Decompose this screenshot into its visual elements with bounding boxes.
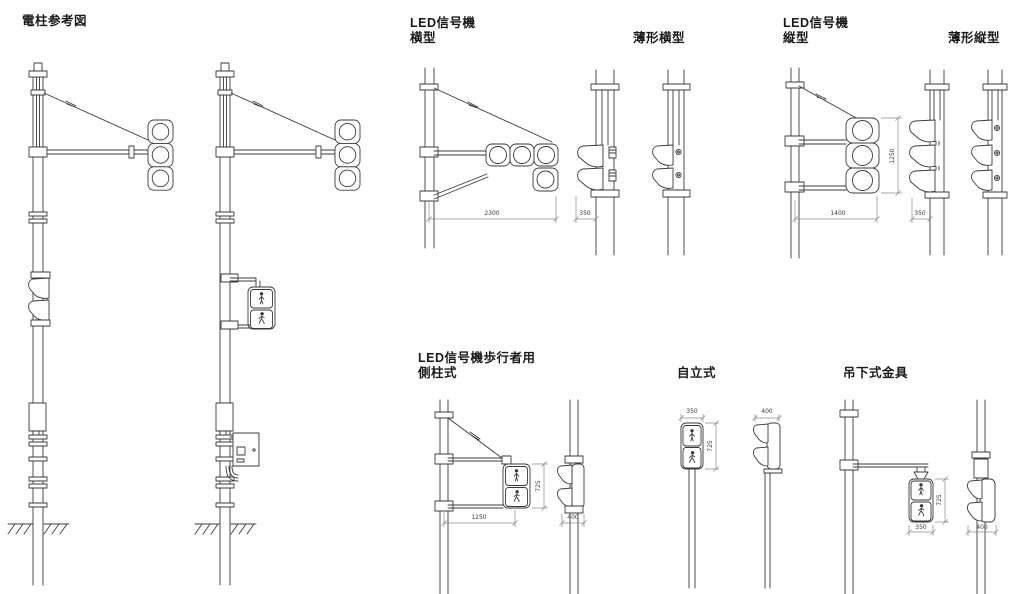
title-vertical-type: 縦型 <box>783 31 810 45</box>
dimension-label: 2300 <box>484 210 499 217</box>
led-horizontal-side-view: 350 <box>573 69 620 256</box>
title-horizontal-type: 横型 <box>410 31 437 45</box>
led-vertical-front-view: 1400 1250 <box>784 67 902 259</box>
utility-pole-2 <box>195 63 360 585</box>
title-pole-reference: 電柱参考図 <box>22 14 88 28</box>
pedestrian-hanging-view: 725 350 400 <box>839 399 999 594</box>
signal-visor <box>909 144 936 168</box>
signal-visor <box>967 479 983 500</box>
dimension-hanging-height: 725 <box>935 476 949 525</box>
standalone-side-profile: 400 <box>752 408 783 589</box>
title-thin-horizontal-type: 薄形横型 <box>633 31 686 45</box>
signal-visor <box>28 277 50 299</box>
signal-visor <box>753 423 769 444</box>
thin-vertical-side-view <box>971 69 1008 256</box>
pole-with-vertical-signal <box>195 63 360 585</box>
dimension-label: 725 <box>707 440 714 452</box>
dimension-label: 725 <box>936 494 943 506</box>
signal-visor <box>577 167 604 191</box>
title-pedestrian: LED信号機歩行者用 <box>418 351 536 365</box>
signal-visor <box>652 144 674 166</box>
signal-visor <box>753 446 769 467</box>
dimension-standalone-side-depth: 400 <box>752 408 782 422</box>
dimension-standalone-width: 350 <box>678 408 706 422</box>
signal-visor <box>971 119 993 141</box>
dimension-horizontal-side-depth: 350 <box>573 196 599 223</box>
dimension-label: 350 <box>914 210 926 217</box>
signal-visor <box>652 167 674 189</box>
dimension-vertical-height: 1250 <box>881 115 902 196</box>
pedestrian-standalone-view: 350 725 400 <box>678 408 783 589</box>
signal-visor <box>577 144 604 168</box>
signal-visor <box>28 299 50 321</box>
dimension-label: 350 <box>686 408 698 415</box>
dimension-label: 1400 <box>830 210 845 217</box>
dimension-horizontal-arm: 2300 <box>426 196 559 223</box>
dimension-hanging-width: 350 <box>906 524 936 536</box>
led-vertical-side-view: 350 <box>909 69 950 256</box>
dimension-hanging-side-depth: 400 <box>965 524 999 536</box>
dimension-ped-side-depth: 400 <box>559 514 587 527</box>
title-side-pole-type: 側柱式 <box>418 366 458 380</box>
dimension-label: 1250 <box>471 514 486 521</box>
title-thin-vertical-type: 薄形縦型 <box>948 31 1001 45</box>
dimension-ped-height: 725 <box>532 461 548 511</box>
thin-horizontal-side-view <box>652 69 691 256</box>
dimension-label: 1250 <box>889 148 896 163</box>
title-led-signal-horizontal: LED信号機 <box>410 16 476 30</box>
pedestrian-side-profile <box>557 399 585 594</box>
dimension-label: 400 <box>761 408 773 415</box>
signal-visor <box>909 119 936 143</box>
title-self-standing-type: 自立式 <box>677 366 717 380</box>
signal-visor <box>557 464 573 485</box>
hanging-side-profile: 400 <box>965 399 999 594</box>
dimension-ped-arm: 1250 <box>441 510 518 527</box>
pedestrian-signal-front <box>220 273 276 330</box>
title-hanging-bracket: 吊下式金具 <box>843 366 909 380</box>
title-led-signal-vertical: LED信号機 <box>783 16 849 30</box>
dimension-vertical-arm: 1400 <box>792 196 880 223</box>
signal-visor <box>967 501 983 522</box>
signal-visor <box>557 487 573 508</box>
pedestrian-signal-side-profile <box>28 271 51 327</box>
dimension-label: 350 <box>915 524 927 531</box>
signal-visor <box>971 144 993 166</box>
control-cabinet <box>225 432 260 482</box>
utility-pole-1 <box>8 63 173 585</box>
led-horizontal-front-view: 2300 <box>419 67 559 249</box>
signal-visor <box>909 169 936 193</box>
signal-visor <box>971 169 993 191</box>
dimension-label: 400 <box>567 514 579 521</box>
dimension-label: 725 <box>535 480 542 492</box>
dimension-standalone-height: 725 <box>705 420 719 472</box>
dimension-label: 400 <box>976 524 988 531</box>
dimension-vertical-side-depth: 350 <box>909 198 933 223</box>
dimension-label: 350 <box>579 210 591 217</box>
pedestrian-side-pole-view: 1250 725 400 <box>434 399 587 594</box>
